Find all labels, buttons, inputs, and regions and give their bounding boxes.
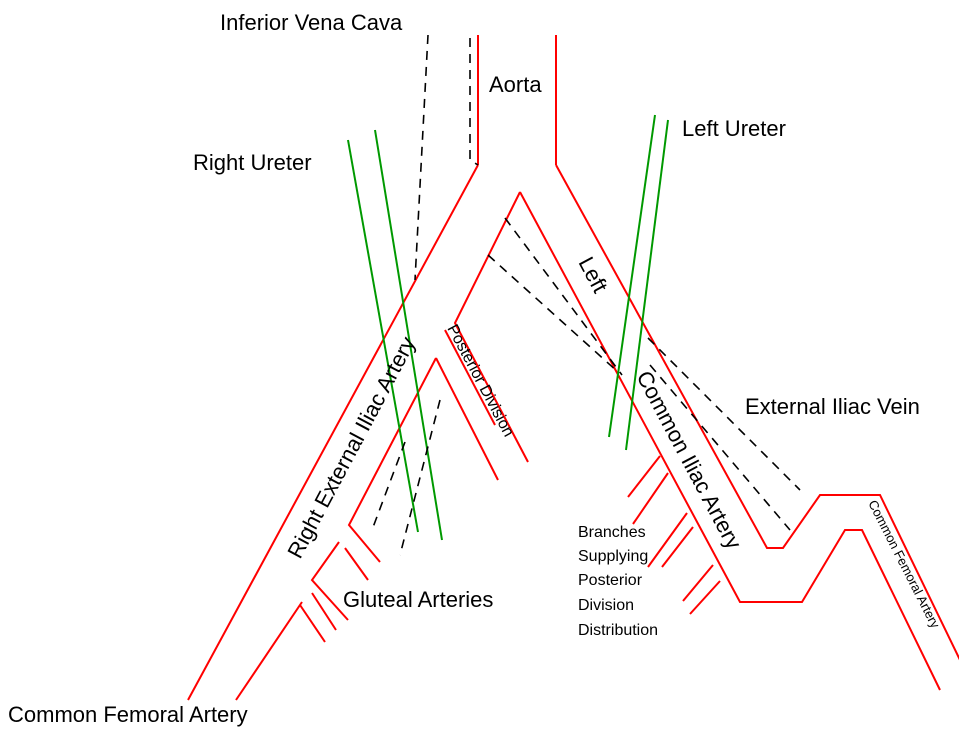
label-branches-line-5: Distribution	[578, 622, 658, 639]
left-common-iliac-vein-wall-1	[505, 218, 622, 375]
ivc-right-wall	[470, 38, 478, 165]
right-inner-wall-lower	[236, 602, 302, 700]
vein-outlines	[372, 35, 800, 555]
label-external-iliac-vein: External Iliac Vein	[745, 394, 920, 419]
gluteal-branch-wall-1	[345, 548, 368, 580]
label-aorta: Aorta	[489, 72, 542, 97]
gluteal-branch-wall-3	[300, 605, 325, 642]
left-branch-wall-5	[683, 565, 713, 601]
ureter-outlines	[348, 115, 668, 540]
ivc-left-wall	[415, 35, 428, 280]
label-posterior-division: Posterior Division	[443, 322, 516, 440]
artery-outlines	[188, 35, 959, 700]
label-left-ureter: Left Ureter	[682, 116, 786, 141]
label-branches-line-1: Branches	[578, 524, 646, 541]
right-external-iliac-outer-wall	[188, 165, 478, 700]
posterior-division-lower-wall	[436, 358, 498, 480]
label-gluteal-arteries: Gluteal Arteries	[343, 587, 493, 612]
label-branches-line-2: Supplying	[578, 548, 648, 565]
label-common-iliac-artery: Common Iliac Artery	[632, 367, 747, 554]
label-branches-line-4: Division	[578, 597, 634, 614]
left-branch-wall-2	[633, 473, 668, 524]
label-branches-line-3: Posterior	[578, 572, 643, 589]
right-ureter-wall-1	[348, 140, 418, 532]
diagram-labels: Inferior Vena Cava Aorta Left Ureter Rig…	[8, 10, 943, 727]
label-right-ureter: Right Ureter	[193, 150, 312, 175]
aortic-bifurcation-crotch	[455, 192, 528, 462]
right-iliac-vein-wall-2	[400, 400, 440, 555]
label-common-femoral-artery-bottom: Common Femoral Artery	[8, 702, 248, 727]
right-iliac-vein-wall-1	[372, 442, 405, 530]
left-branch-wall-4	[662, 527, 693, 567]
label-common-femoral-artery-right: Common Femoral Artery	[865, 498, 943, 631]
gluteal-branch-wall-2	[312, 593, 336, 630]
label-inferior-vena-cava: Inferior Vena Cava	[220, 10, 403, 35]
